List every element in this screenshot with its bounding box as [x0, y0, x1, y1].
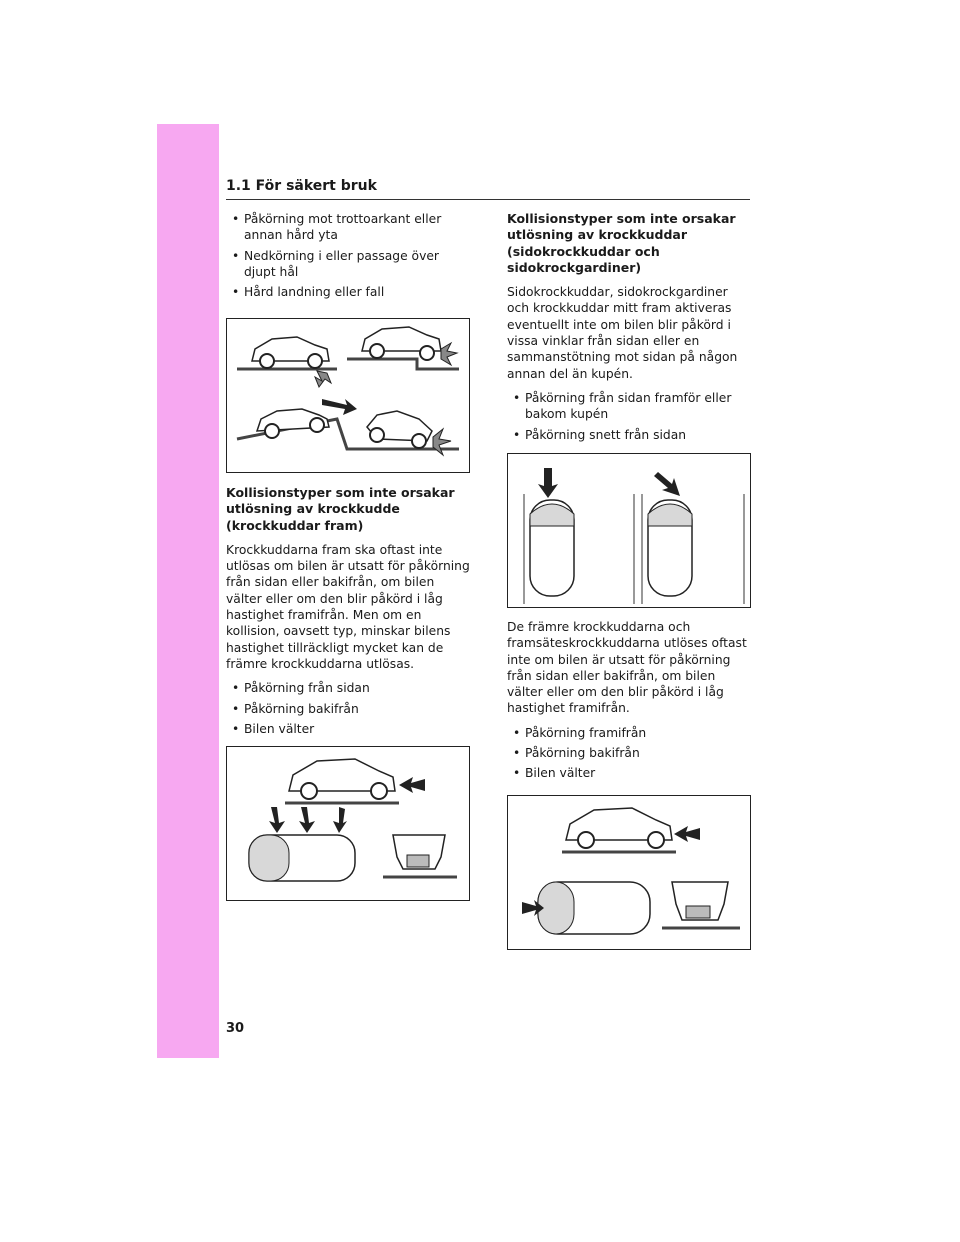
- bullet-list-seat: Påkörning framifrån Påkörning bakifrån B…: [507, 725, 752, 782]
- bullet-list-hard-impacts: Påkörning mot trottoarkant eller annan h…: [226, 211, 471, 301]
- list-item: Påkörning bakifrån: [507, 745, 752, 762]
- list-item: Hård landning eller fall: [226, 284, 471, 301]
- section-title: 1.1 För säkert bruk: [226, 178, 377, 194]
- list-item: Påkörning bakifrån: [226, 701, 471, 718]
- list-item: Nedkörning i eller passage över djupt hå…: [226, 248, 471, 281]
- page-number: 30: [226, 1021, 245, 1036]
- list-item: Påkörning snett från sidan: [507, 427, 752, 444]
- list-item: Påkörning framifrån: [507, 725, 752, 742]
- list-item: Påkörning från sidan framför eller bakom…: [507, 390, 752, 423]
- right-column-side: Kollisionstyper som inte orsakar utlösni…: [507, 211, 752, 447]
- car-side-impact-illustration: [523, 468, 745, 604]
- seat-airbag-figure: [507, 795, 751, 950]
- left-column-top: Påkörning mot trottoarkant eller annan h…: [226, 211, 471, 304]
- list-item: Bilen välter: [507, 765, 752, 782]
- car-front-rear-rollover-illustration: [248, 758, 457, 882]
- heading-front-airbags: Kollisionstyper som inte orsakar utlösni…: [226, 485, 455, 533]
- curb-impact-figure: [226, 318, 470, 473]
- paragraph-side-airbags: Sidokrockkuddar, sidokrockgardiner och k…: [507, 285, 738, 381]
- right-column-seat: De främre krockkuddarna och framsäteskro…: [507, 619, 752, 786]
- list-item: Bilen välter: [226, 721, 471, 738]
- side-impact-figure: [507, 453, 751, 608]
- list-item: Påkörning från sidan: [226, 680, 471, 697]
- car-frontal-rear-rollover-illustration: [522, 807, 740, 935]
- paragraph-front-airbags: Krockkuddarna fram ska oftast inte utlös…: [226, 542, 470, 671]
- heading-side-airbags: Kollisionstyper som inte orsakar utlösni…: [507, 211, 736, 275]
- header-divider: [226, 199, 750, 200]
- bullet-list-side: Påkörning från sidan framför eller bakom…: [507, 390, 752, 443]
- chapter-side-tab: [157, 124, 219, 1058]
- left-column-front: Kollisionstyper som inte orsakar utlösni…: [226, 485, 471, 741]
- front-airbag-figure: [226, 746, 470, 901]
- list-item: Påkörning mot trottoarkant eller annan h…: [226, 211, 471, 244]
- car-curb-impact-illustration: [236, 326, 459, 457]
- bullet-list-front: Påkörning från sidan Påkörning bakifrån …: [226, 680, 471, 737]
- paragraph-seat-airbags: De främre krockkuddarna och framsäteskro…: [507, 620, 747, 716]
